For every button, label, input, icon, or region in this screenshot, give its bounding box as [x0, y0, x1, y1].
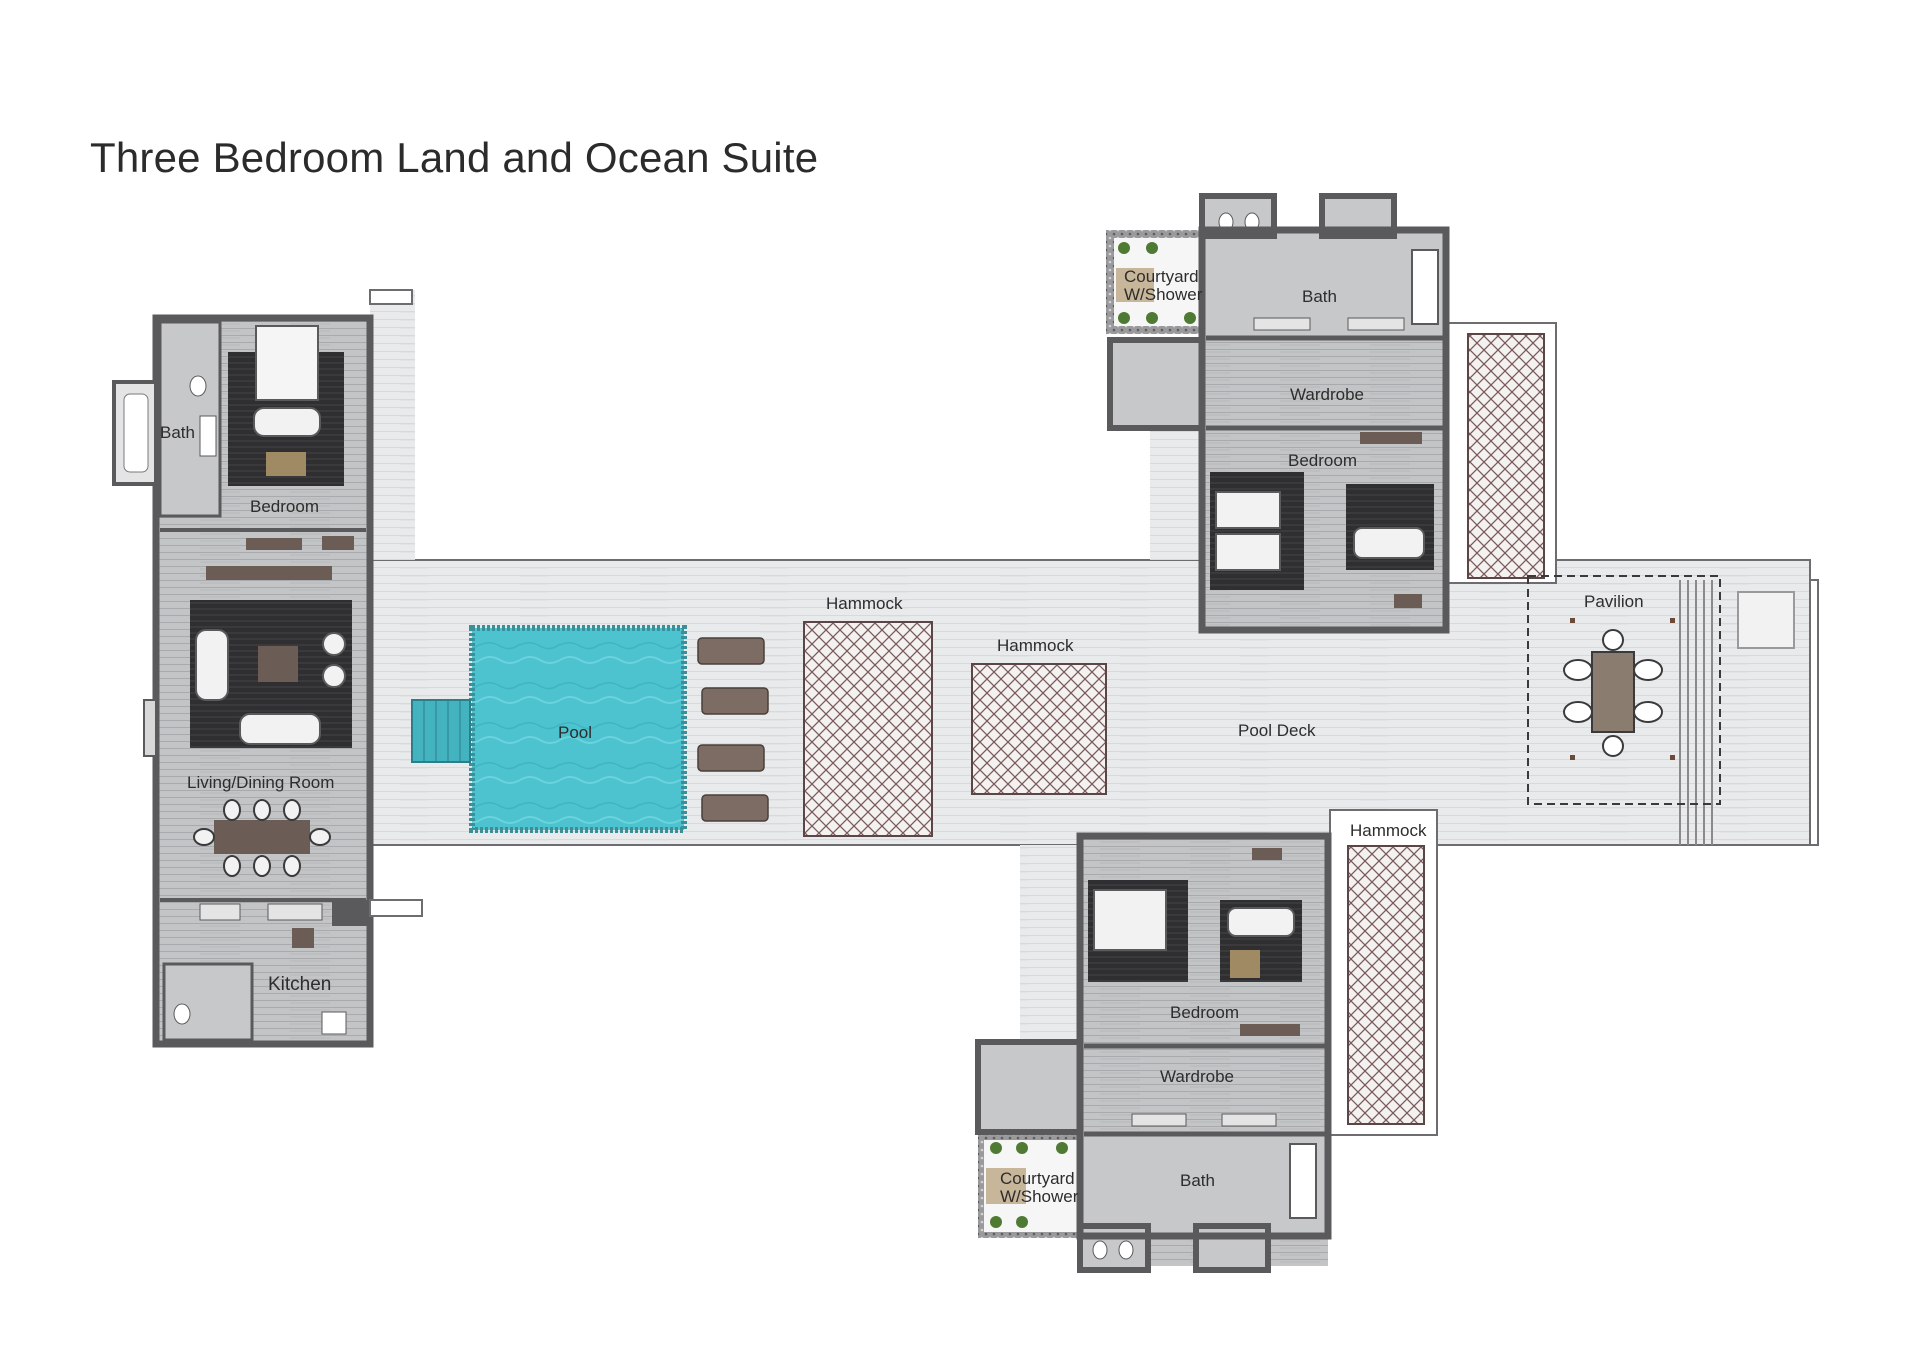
label-living-dining: Living/Dining Room [187, 773, 334, 792]
label-ne-wardrobe: Wardrobe [1290, 385, 1364, 404]
sun-loungers [697, 637, 769, 822]
south-east-suite [975, 832, 1332, 1273]
label-ne-courtyard-2: W/Shower [1124, 285, 1203, 304]
hammock-1 [803, 621, 933, 837]
hammock-4 [1467, 333, 1545, 579]
label-pool-deck: Pool Deck [1238, 721, 1316, 740]
label-kitchen: Kitchen [268, 974, 331, 995]
west-wing [112, 289, 423, 1048]
label-se-wardrobe: Wardrobe [1160, 1067, 1234, 1086]
north-east-suite [1106, 193, 1450, 634]
label-se-bath: Bath [1180, 1171, 1215, 1190]
label-west-bedroom: Bedroom [250, 497, 319, 516]
label-se-courtyard-2: W/Shower [1000, 1187, 1079, 1206]
label-hammock-2: Hammock [997, 636, 1074, 655]
pool [411, 625, 687, 833]
label-pool: Pool [558, 723, 592, 742]
label-west-bath: Bath [160, 423, 195, 442]
label-se-courtyard-1: Courtyard [1000, 1169, 1075, 1188]
label-ne-bath: Bath [1302, 287, 1337, 306]
room-labels: Bath Bedroom Living/Dining Room Kitchen … [160, 267, 1644, 1206]
hammock-2 [971, 663, 1107, 795]
label-se-bedroom: Bedroom [1170, 1003, 1239, 1022]
page-title: Three Bedroom Land and Ocean Suite [90, 134, 819, 181]
label-ne-courtyard-1: Courtyard [1124, 267, 1199, 286]
hammock-3 [1347, 845, 1425, 1125]
label-hammock-1: Hammock [826, 594, 903, 613]
label-hammock-3: Hammock [1350, 821, 1427, 840]
pavilion [1527, 575, 1795, 805]
label-ne-bedroom: Bedroom [1288, 451, 1357, 470]
label-pavilion: Pavilion [1584, 592, 1644, 611]
